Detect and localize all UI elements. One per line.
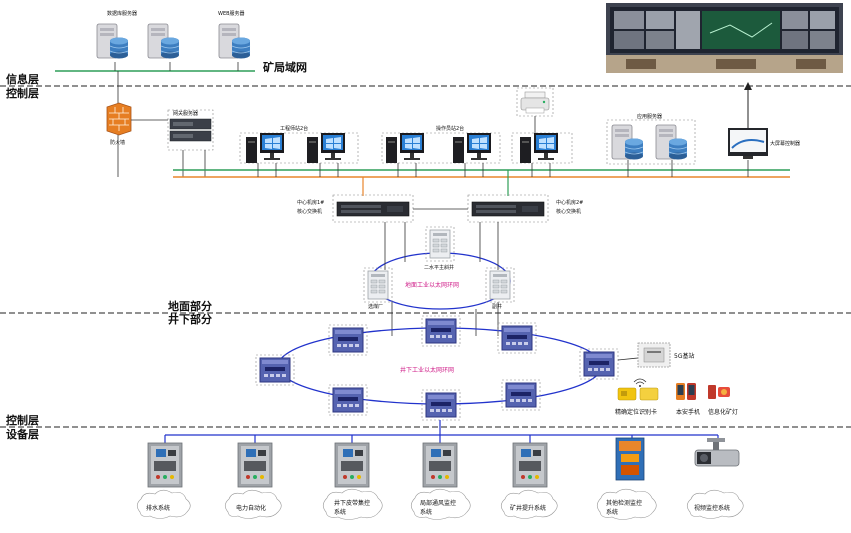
underground-switch-6-icon <box>328 384 368 416</box>
cabinet-ventilation-icon <box>422 442 458 488</box>
underground-switch-4-icon <box>255 354 295 386</box>
eng-station-label: 工程师站2台 <box>280 125 308 132</box>
site-other-label: 副井 <box>492 303 502 310</box>
ground-switch-other-icon <box>489 270 511 300</box>
lan-label: 矿局域网 <box>263 60 307 74</box>
base-station-icon <box>637 342 671 368</box>
system-cloud-1: 排水系统 <box>136 489 191 519</box>
op-station-label: 操作员站2台 <box>436 125 464 132</box>
mine-lamp-icon <box>708 385 730 399</box>
eng-workstation-2-icon <box>307 133 345 163</box>
safety-phone-icon <box>676 383 696 400</box>
wall-controller-label: 大屏幕控制器 <box>770 140 800 147</box>
firewall-label: 防火墙 <box>110 139 125 146</box>
system-label-4: 局部通风监控 系统 <box>420 499 458 516</box>
layer-info-label: 信息层 <box>6 72 39 86</box>
op-workstation-1-icon <box>386 133 424 163</box>
positioning-card-icon <box>617 387 659 401</box>
cabinet-power-icon <box>237 442 273 488</box>
device-phone-label: 本安手机 <box>676 408 700 416</box>
system-label-6: 其他检测监控 系统 <box>606 499 644 516</box>
system-label-3: 井下皮带集控 系统 <box>334 499 372 516</box>
system-cloud-4: 局部通风监控 系统 <box>410 488 471 520</box>
layer-device-label: 设备层 <box>6 427 39 441</box>
system-label-1: 排水系统 <box>146 504 170 512</box>
web-server-label: WEB服务器 <box>218 10 245 17</box>
db-server-1-icon <box>96 23 129 59</box>
site-shaft-label: 二水平主斜井 <box>424 264 454 271</box>
gateway-label: 网关服务器 <box>173 110 198 117</box>
underground-switch-1-icon <box>328 324 368 356</box>
system-cloud-3: 井下皮带集控 系统 <box>322 488 383 520</box>
system-cloud-2: 电力自动化 <box>224 489 282 519</box>
cabinet-hoist-icon <box>512 442 548 488</box>
ground-switch-shaft-icon <box>429 229 451 259</box>
system-label-5: 矿井提升系统 <box>510 504 546 512</box>
core-switch-1-icon <box>336 201 410 217</box>
core-switch-2-label-a: 中心机房2# <box>556 199 583 206</box>
app-server-1-icon <box>611 124 644 160</box>
op-workstation-2-icon <box>453 133 491 163</box>
layer-underground-label: 井下部分 <box>168 312 212 326</box>
cabinet-drainage-icon <box>147 442 183 488</box>
app-server-label: 应用服务器 <box>637 113 662 120</box>
underground-switch-7-icon <box>421 389 461 421</box>
system-cloud-7: 视频监控系统 <box>686 489 744 519</box>
core-switch-2-label-b: 核心交换机 <box>556 208 581 215</box>
layer-ground-label: 地面部分 <box>168 299 212 313</box>
app-server-2-icon <box>655 124 688 160</box>
cabinet-belt-icon <box>334 442 370 488</box>
ground-switch-plant-icon <box>367 270 389 300</box>
core-switch-1-label-b: 核心交换机 <box>297 208 322 215</box>
ground-ring <box>369 252 511 310</box>
firewall-icon <box>106 102 132 136</box>
camera-icon <box>694 438 740 467</box>
ground-ring-label: 地面工业以太网环网 <box>405 281 459 289</box>
system-label-2: 电力自动化 <box>236 504 266 512</box>
underground-switch-2-icon <box>421 315 461 347</box>
core-switch-2-icon <box>471 201 545 217</box>
gateway-server-icon <box>169 118 212 142</box>
core-switch-1-label-a: 中心机房1# <box>297 199 324 206</box>
eng-workstation-1-icon <box>246 133 284 163</box>
web-server-icon <box>218 23 251 59</box>
video-wall-image <box>606 3 843 73</box>
printer-icon <box>520 91 550 114</box>
system-cloud-5: 矿井提升系统 <box>500 489 558 519</box>
db-server-label: 数据库服务器 <box>107 10 137 17</box>
system-label-7: 视频监控系统 <box>694 504 730 512</box>
underground-ring-label: 井下工业以太网环网 <box>400 366 454 374</box>
device-lamp-label: 信息化矿灯 <box>708 408 738 416</box>
db-server-2-icon <box>147 23 180 59</box>
underground-switch-3-icon <box>497 322 537 354</box>
layer-control-label: 控制层 <box>6 86 39 100</box>
print-workstation-icon <box>520 133 558 163</box>
base-station-label: 5G基站 <box>674 352 694 360</box>
wall-controller-icon <box>728 128 768 159</box>
system-cloud-6: 其他检测监控 系统 <box>596 488 657 520</box>
underground-switch-8-icon <box>501 379 541 411</box>
layer-control2-label: 控制层 <box>6 413 39 427</box>
monitor-device-icon <box>615 437 645 481</box>
site-plant-label: 选煤厂 <box>368 303 383 310</box>
device-card-label: 精确定位识别卡 <box>615 408 657 416</box>
wifi-icon <box>633 378 647 387</box>
underground-switch-5-icon <box>579 348 619 380</box>
